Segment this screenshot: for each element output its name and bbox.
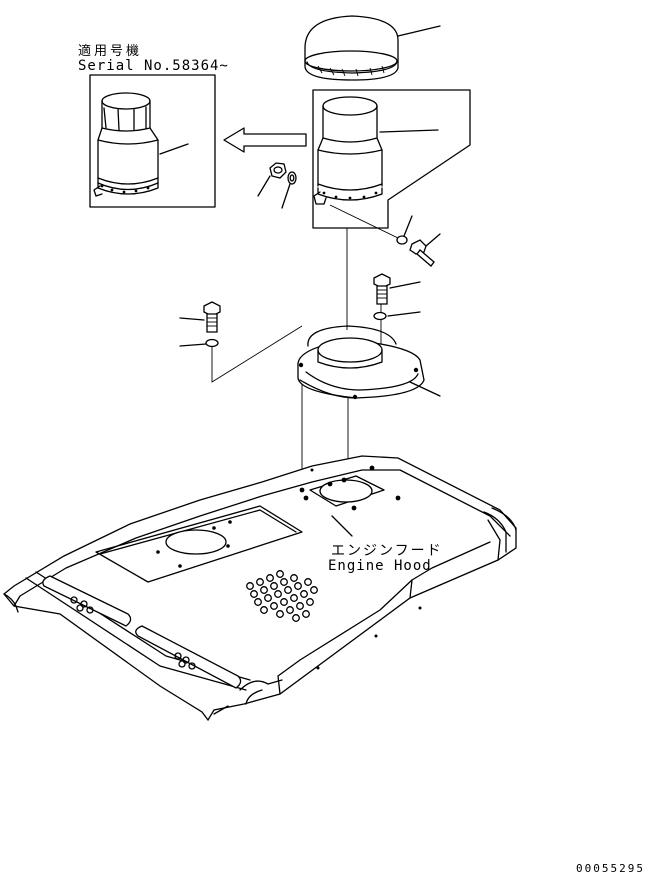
nut-and-washer: [257, 162, 297, 209]
engine-hood-label-en: Engine Hood: [328, 558, 432, 574]
serial-inset-box: [89, 74, 216, 208]
drawing-code: 00055295: [576, 862, 645, 875]
rain-cap: [304, 15, 399, 81]
vent-holes: [246, 570, 318, 622]
bolt-and-washer-left: [179, 301, 303, 383]
engine-hood-label-jp: エンジンフード: [331, 543, 443, 559]
bolt-and-washer-right: [329, 204, 441, 267]
hood-leader-line: [331, 515, 353, 537]
muffler-extension-box: [312, 25, 471, 229]
serial-label-en: Serial No.58364~: [78, 58, 229, 74]
engine-hood: [3, 455, 517, 722]
serial-label-jp: 適用号機: [78, 44, 143, 59]
adapter-cover: [297, 325, 441, 400]
bolt-and-washer-upper: [373, 273, 421, 321]
arrow-left-icon: [223, 127, 307, 153]
